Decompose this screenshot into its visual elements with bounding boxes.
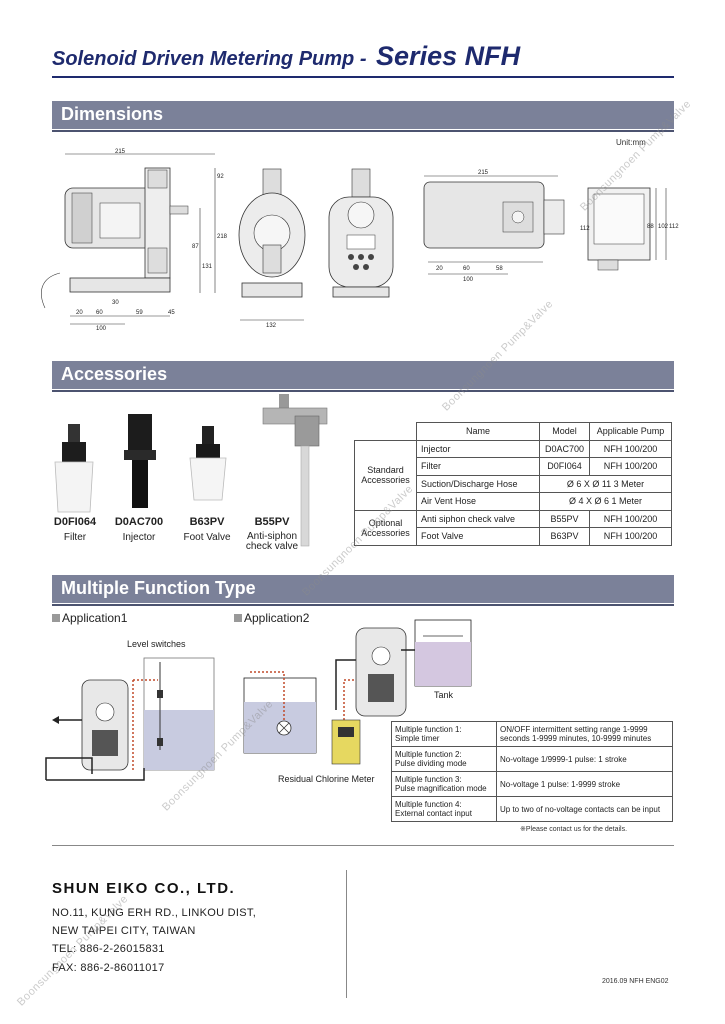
top-h3-dim: 102	[658, 224, 669, 230]
top-seg-1: 20	[436, 266, 443, 272]
accessory-name-anti-siphon: Anti-siphon check valve	[245, 531, 299, 552]
table-row: Multiple function 3:Pulse magnification …	[391, 771, 673, 797]
watermark: Boonsungnoen Pump&Valve	[440, 297, 556, 414]
address-line-2: NEW TAIPEI CITY, TAIWAN	[52, 925, 196, 937]
table-row: Multiple function 2:Pulse dividing mode …	[391, 746, 673, 772]
front-view-drawing	[328, 168, 394, 298]
bullet-square-icon	[234, 614, 242, 622]
top-seg-4: 100	[463, 277, 474, 283]
top-width-dim: 215	[478, 170, 489, 176]
table-row: Foot Valve B63PV NFH 100/200	[355, 527, 672, 546]
back-view-drawing: 132	[238, 168, 306, 329]
filter-image	[54, 424, 94, 513]
top-h2-dim: 88	[647, 224, 654, 230]
chlorine-meter-label: Residual Chlorine Meter	[278, 774, 375, 784]
company-name: SHUN EIKO CO., LTD.	[52, 880, 236, 897]
group-optional: Optional Accessories	[354, 509, 417, 546]
accessories-table: Name Model Applicable Pump Standard Acce…	[354, 422, 672, 546]
title-series: Series NFH	[376, 41, 521, 71]
table-row: Standard Accessories Injector D0AC700 NF…	[354, 439, 672, 511]
col-name: Name	[416, 422, 540, 441]
dimensions-heading: Dimensions	[52, 101, 674, 132]
side-h2-dim: 218	[217, 234, 228, 240]
accessory-code-anti-siphon: B55PV	[254, 516, 290, 528]
side-base-4: 59	[136, 310, 143, 316]
application1-label: Application1	[52, 611, 127, 625]
tank-label: Tank	[434, 690, 454, 700]
accessory-name-filter: Filter	[63, 532, 87, 543]
side-view-drawing: 215 92 218 87 131 20 60 100 59 45 30	[41, 149, 228, 332]
side-base-1: 20	[76, 310, 83, 316]
accessory-code-filter: D0FI064	[53, 516, 97, 528]
accessories-table-header: Name Model Applicable Pump	[354, 422, 672, 441]
side-base-5: 45	[168, 310, 175, 316]
side-h1-dim: 92	[217, 174, 224, 180]
application2-diagram	[243, 627, 422, 765]
top-seg-3: 58	[496, 266, 503, 272]
table-row: Multiple function 4:External contact inp…	[391, 796, 673, 822]
side-base-3: 100	[96, 326, 107, 332]
accessory-code-foot-valve: B63PV	[189, 516, 225, 528]
contact-note: ※Please contact us for the details.	[520, 826, 628, 833]
multiple-function-heading: Multiple Function Type	[52, 575, 674, 606]
page-title: Solenoid Driven Metering Pump - Series N…	[52, 41, 520, 72]
accessories-heading: Accessories	[52, 361, 674, 392]
col-model: Model	[539, 422, 590, 441]
bullet-square-icon	[52, 614, 60, 622]
document-code: 2016.09 NFH ENG02	[602, 978, 669, 985]
application2-label: Application2	[234, 611, 309, 625]
foot-valve-image	[189, 426, 227, 501]
fax-line: FAX: 886-2-86011017	[52, 962, 165, 974]
application1-diagram	[45, 657, 215, 781]
group-standard: Standard Accessories	[354, 439, 417, 511]
side-h3-dim: 87	[192, 244, 199, 250]
accessories-heading-label: Accessories	[61, 364, 168, 384]
top-h4-dim: 112	[669, 224, 679, 230]
side-h4-dim: 131	[202, 264, 213, 270]
dimensions-heading-label: Dimensions	[61, 104, 164, 124]
page-header: Solenoid Driven Metering Pump - Series N…	[52, 40, 674, 78]
injector-image	[124, 414, 156, 508]
side-width-dim: 215	[115, 149, 126, 155]
tank-drawing	[414, 619, 472, 687]
col-pump: Applicable Pump	[589, 422, 672, 441]
multiple-function-table: Multiple function 1:Simple timer ON/OFF …	[391, 721, 673, 822]
anti-siphon-image	[262, 394, 328, 547]
footer-divider	[52, 845, 674, 846]
multiple-function-heading-label: Multiple Function Type	[61, 578, 256, 598]
footer-vertical-divider	[346, 870, 347, 998]
accessory-name-foot-valve: Foot Valve	[183, 532, 231, 543]
tel-line: TEL: 886-2-26015831	[52, 943, 165, 955]
side-base-2: 60	[96, 310, 103, 316]
table-row: Multiple function 1:Simple timer ON/OFF …	[391, 721, 673, 747]
top-h1-dim: 112	[580, 226, 590, 232]
level-switches-label: Level switches	[127, 639, 186, 649]
title-prefix: Solenoid Driven Metering Pump -	[52, 48, 373, 70]
top-view-drawing: 215 20 60 58 100 112 88 102 112	[423, 170, 679, 283]
address-line-1: NO.11, KUNG ERH RD., LINKOU DIST,	[52, 907, 257, 919]
side-base-6: 30	[112, 300, 119, 306]
top-seg-2: 60	[463, 266, 470, 272]
back-base-dim: 132	[266, 323, 277, 329]
accessory-name-injector: Injector	[122, 532, 156, 543]
accessory-code-injector: D0AC700	[114, 516, 164, 528]
table-row: Filter D0FI064 NFH 100/200	[355, 457, 672, 476]
table-row: Optional Accessories Anti siphon check v…	[354, 509, 672, 546]
unit-label: Unit:mm	[616, 138, 646, 147]
